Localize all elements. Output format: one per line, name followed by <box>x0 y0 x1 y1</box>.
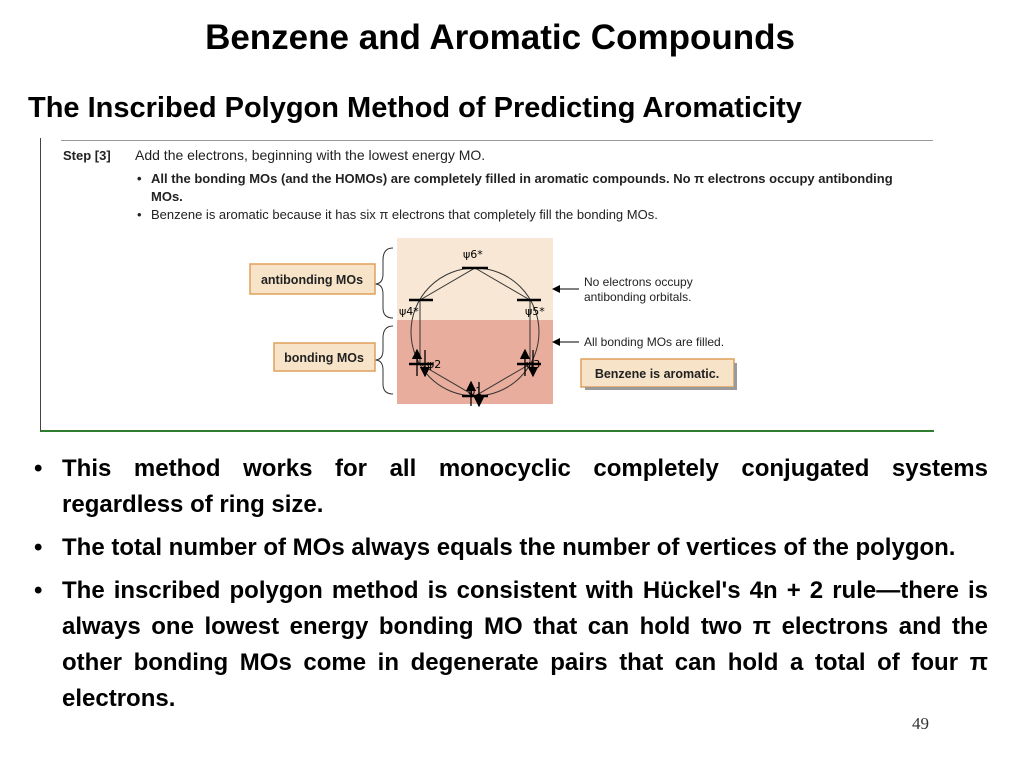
slide-title: Benzene and Aromatic Compounds <box>205 18 795 57</box>
electron-pair-psi1 <box>465 380 485 408</box>
orbital-label-psi6: ψ6* <box>463 248 483 261</box>
antibonding-note-line2: antibonding orbitals. <box>584 290 691 304</box>
electron-pair-psi3 <box>519 348 539 378</box>
figure-top-rule <box>61 140 933 141</box>
figure-bullet: Benzene is aromatic because it has six π… <box>135 206 915 224</box>
orbital-label-psi2: ψ2 <box>427 358 441 371</box>
orbital-label-psi5: ψ5* <box>525 305 545 318</box>
mo-figure: Step [3] Add the electrons, beginning wi… <box>40 138 934 432</box>
orbital-label-psi4: ψ4* <box>399 305 419 318</box>
page-number: 49 <box>912 714 929 733</box>
aromatic-label-box <box>580 358 735 388</box>
bullet-item: This method works for all monocyclic com… <box>30 451 988 523</box>
aromatic-label: Benzene is aromatic. <box>595 367 719 381</box>
orbital-label-psi3: ψ3 <box>526 358 540 371</box>
antibonding-region <box>397 238 553 320</box>
figure-bullet: All the bonding MOs (and the HOMOs) are … <box>135 170 915 206</box>
bonding-label-box <box>273 342 376 372</box>
antibonding-label-box <box>249 263 376 295</box>
step-text: Add the electrons, beginning with the lo… <box>135 147 486 163</box>
step-label: Step [3] <box>63 148 111 163</box>
aromatic-label-shadow-bottom <box>585 387 737 390</box>
aromatic-label-shadow <box>734 363 737 390</box>
antibonding-brace <box>374 247 394 319</box>
slide-subtitle: The Inscribed Polygon Method of Predicti… <box>28 92 802 124</box>
main-bullet-list: This method works for all monocyclic com… <box>30 451 988 724</box>
figure-bullet-list: All the bonding MOs (and the HOMOs) are … <box>135 170 915 224</box>
bonding-brace <box>374 325 394 395</box>
antibonding-note-line1: No electrons occupy <box>584 275 693 289</box>
mo-energy-diagram: antibonding MOs bonding MOs ψ6* ψ4* ψ5* <box>249 238 737 408</box>
bonding-label: bonding MOs <box>284 351 364 365</box>
bullet-item: The inscribed polygon method is consiste… <box>30 573 988 717</box>
bullet-item: The total number of MOs always equals th… <box>30 530 988 566</box>
orbital-label-psi1: ψ1 <box>468 385 482 398</box>
bonding-note: All bonding MOs are filled. <box>584 335 724 349</box>
electron-pair-psi2 <box>411 348 431 378</box>
antibonding-label: antibonding MOs <box>261 273 363 287</box>
